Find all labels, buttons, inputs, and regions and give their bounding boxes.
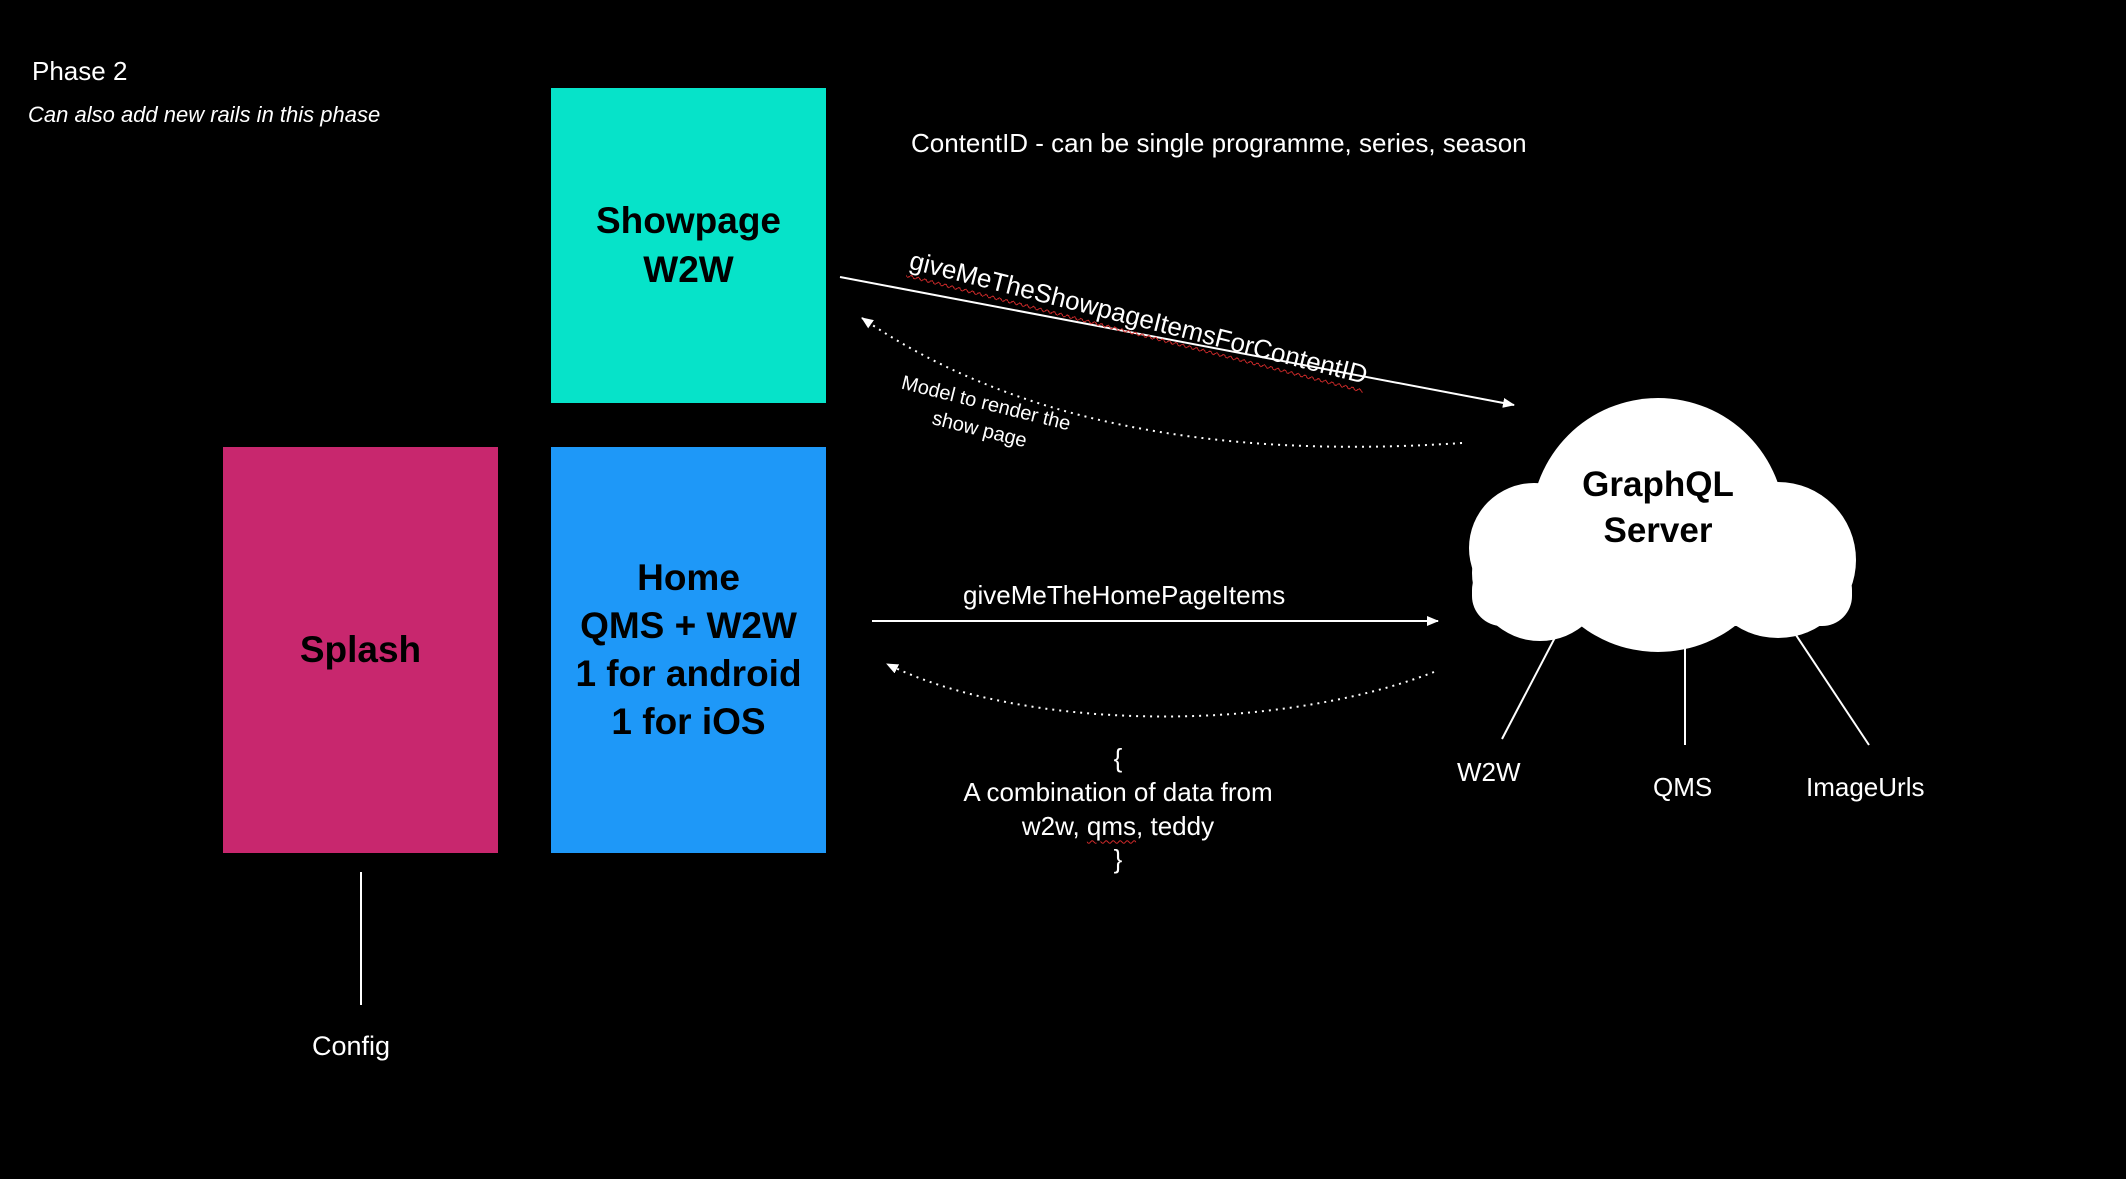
imageurls-source-line	[1789, 625, 1870, 746]
graphql-server-label-line-2: Server	[1603, 510, 1713, 550]
home-node-label-line-4: 1 for iOS	[611, 701, 766, 743]
showpage-node-label-line-1: Showpage	[595, 200, 782, 242]
config-label: Config	[312, 1031, 391, 1061]
home-response-line-2-post: , teddy	[1136, 810, 1215, 841]
w2w-source-line	[1501, 625, 1562, 740]
page-title: Phase 2	[32, 56, 128, 86]
showpage-node-label-line-2: W2W	[643, 248, 734, 290]
home-node-label-line-2: QMS + W2W	[580, 604, 797, 646]
contentid-note: ContentID - can be single programme, ser…	[911, 128, 1527, 158]
splash-node[interactable]: Splash	[223, 447, 498, 853]
home-response-line-1: A combination of data from	[963, 776, 1273, 807]
home-node[interactable]: Home QMS + W2W 1 for android 1 for iOS	[551, 447, 826, 853]
home-response-label: { A combination of data from w2w, qms, t…	[948, 742, 1288, 877]
graphql-server-label-line-1: GraphQL	[1582, 465, 1734, 504]
showpage-node[interactable]: Showpage W2W	[551, 88, 826, 403]
splash-node-label: Splash	[299, 628, 422, 670]
home-response-line-2: w2w, qms, teddy	[948, 810, 1288, 844]
home-response-line-2-pre: w2w,	[1021, 810, 1087, 841]
home-request-label: giveMeTheHomePageItems	[963, 580, 1286, 610]
graphql-server-node[interactable]: GraphQL Server	[1558, 462, 1758, 553]
home-node-label-line-3: 1 for android	[575, 653, 802, 694]
imageurls-source-label: ImageUrls	[1806, 772, 1925, 802]
showpage-response-arrow	[861, 317, 1463, 448]
home-response-arrow	[886, 663, 1435, 718]
home-response-open-brace: {	[1113, 743, 1123, 773]
home-response-line-2-qms: qms	[1086, 810, 1137, 841]
page-subtitle: Can also add new rails in this phase	[28, 102, 381, 127]
home-response-close-brace: }	[1113, 844, 1123, 875]
graphql-cloud-shape	[1469, 398, 1856, 652]
showpage-request-arrow	[839, 276, 1515, 408]
home-node-label-line-1: Home	[637, 556, 740, 598]
w2w-source-label: W2W	[1457, 757, 1521, 787]
qms-source-label: QMS	[1653, 772, 1713, 802]
